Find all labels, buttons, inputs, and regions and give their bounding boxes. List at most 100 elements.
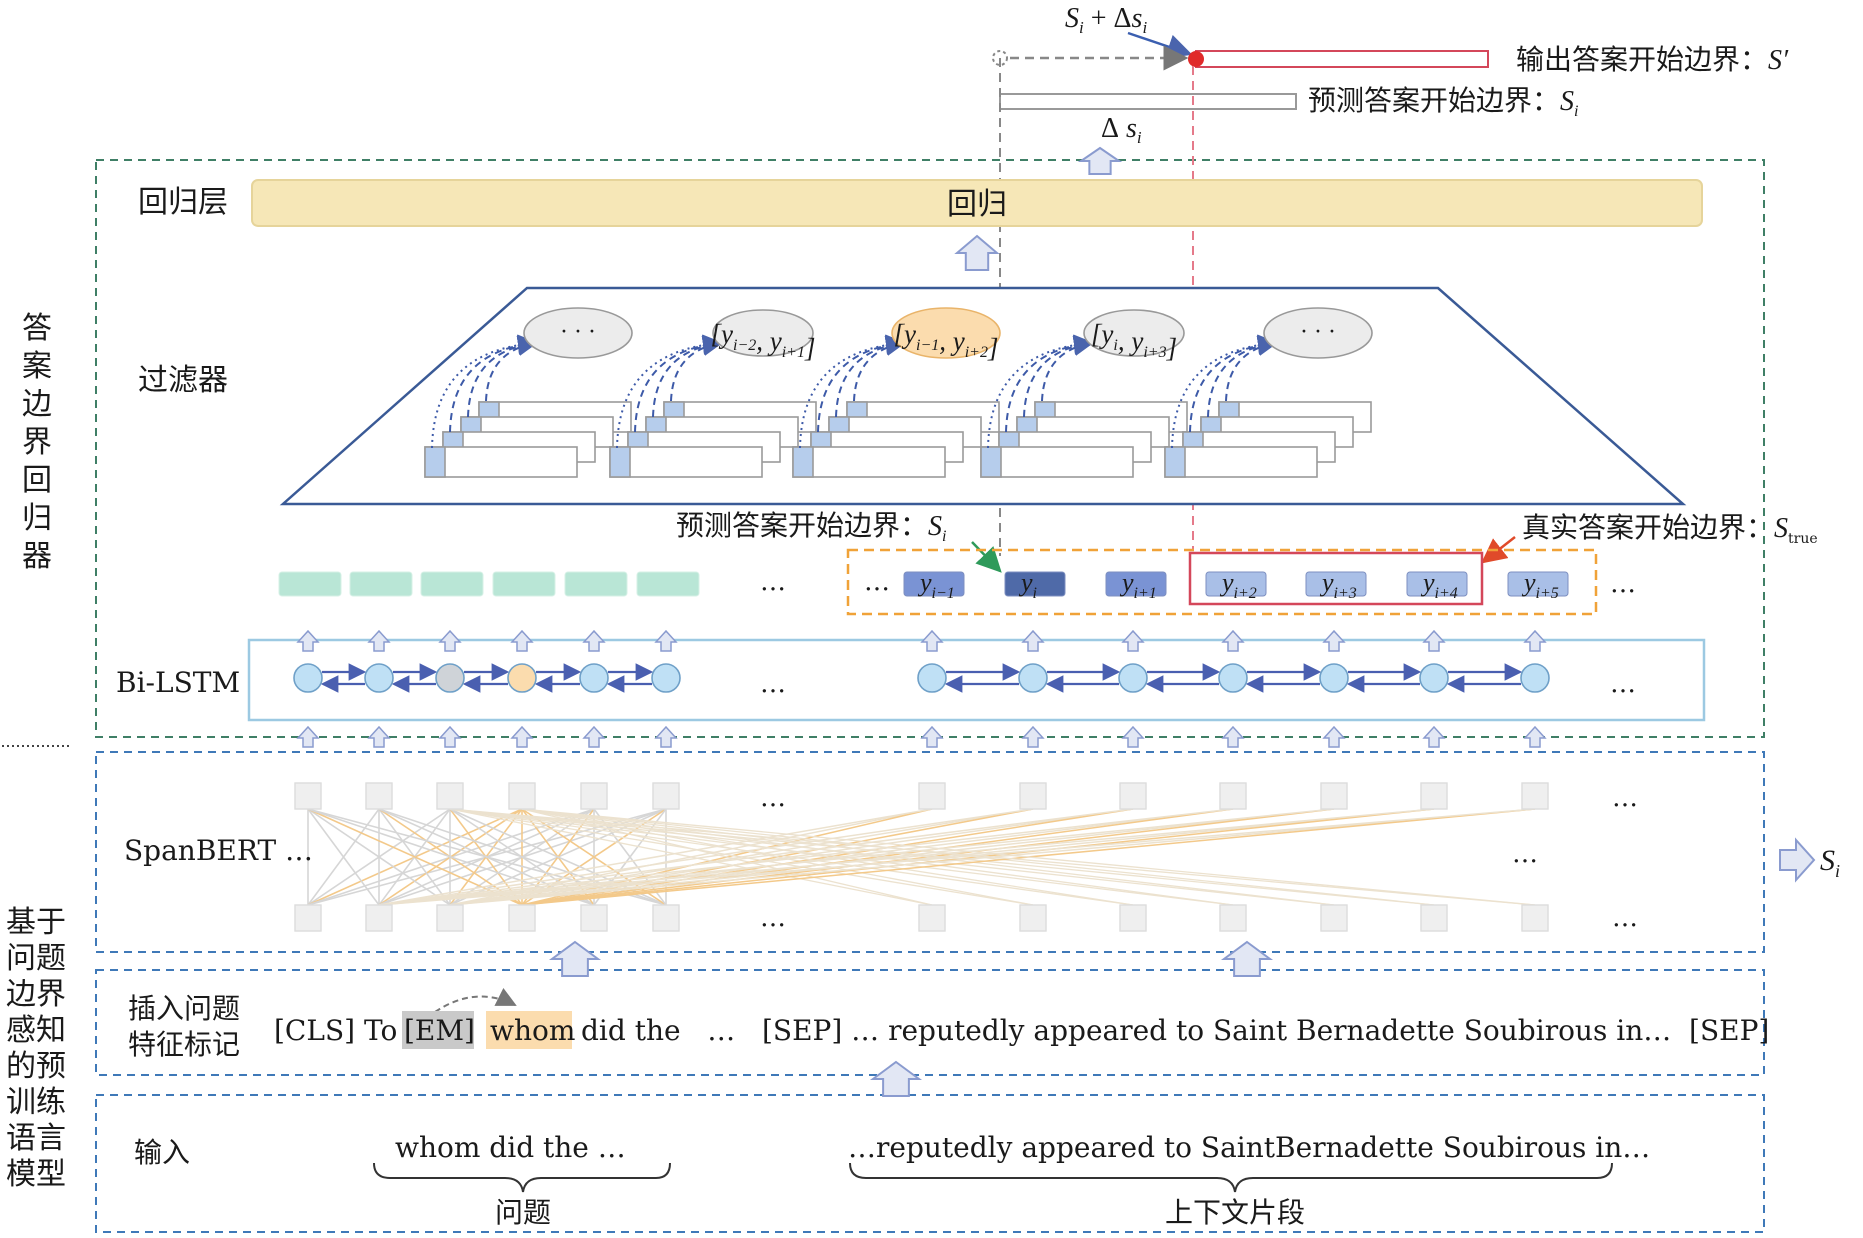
regressor-group-box — [95, 159, 1765, 738]
spanbert-ellipsis-right-top: … — [1612, 783, 1638, 813]
filter-group: [yi−2, yi+1] — [609, 309, 817, 478]
attention-edge — [521, 808, 1536, 906]
attention-edge — [449, 808, 1335, 906]
output-boundary-label: 输出答案开始边界：S′ — [1516, 43, 1789, 76]
spanbert-token-node — [508, 782, 536, 810]
right-arrow-spanbert-output — [1779, 837, 1816, 883]
up-arrow-to-regression — [954, 234, 1000, 271]
attention-edge — [449, 808, 1234, 906]
filter-group: [yi−1, yi+2] — [792, 307, 1001, 478]
filter-group: · · · — [424, 307, 633, 478]
input-label: 输入 — [134, 1136, 190, 1169]
question-label-cell — [420, 571, 484, 597]
small-up-arrow — [1422, 629, 1446, 652]
small-up-arrow — [582, 629, 606, 652]
filter-stack-marker — [980, 446, 1002, 478]
spanbert-token-node — [1119, 904, 1147, 932]
small-up-arrow — [1121, 725, 1145, 748]
question-label-cells — [278, 571, 700, 597]
lstm-node — [917, 663, 947, 693]
lstm-node — [1520, 663, 1550, 693]
whom-highlight — [486, 1011, 572, 1049]
dashed-origin-circle — [992, 50, 1008, 66]
feature-group-box — [95, 969, 1765, 1076]
feature-sequence-whom: whom — [490, 1014, 575, 1047]
spanbert-token-node — [1019, 782, 1047, 810]
small-up-arrow — [1221, 629, 1245, 652]
filter-window-arrow — [449, 334, 538, 433]
small-up-arrow — [1422, 725, 1446, 748]
lstm-node — [651, 663, 681, 693]
small-up-arrow — [1021, 629, 1045, 652]
bilstm-label: Bi-LSTM — [116, 666, 240, 699]
predicted-boundary-label: 预测答案开始边界：Si — [1308, 84, 1578, 120]
small-up-arrow — [510, 629, 534, 652]
spanbert-token-node — [580, 904, 608, 932]
feature-label-line2: 特征标记 — [128, 1028, 240, 1061]
filter-window-label: · · · — [561, 320, 596, 345]
context-label-text: yi−1 — [917, 568, 955, 602]
filter-stack-rect — [609, 446, 763, 478]
candidate-window-box — [846, 548, 1598, 616]
context-brace-label: 上下文片段 — [1165, 1196, 1305, 1229]
context-label-cell — [903, 571, 965, 597]
small-up-arrow — [582, 725, 606, 748]
spanbert-token-node — [1320, 904, 1348, 932]
filter-window-groups: · · ·[yi−2, yi+1][yi−1, yi+2][yi, yi+3]·… — [424, 307, 1373, 478]
filter-window-arrow — [670, 336, 723, 402]
question-label-cell — [564, 571, 628, 597]
lstm-node — [1218, 663, 1248, 693]
filter-stack-rect — [1164, 446, 1318, 478]
small-up-arrow — [1322, 725, 1346, 748]
filter-window-ellipse — [1083, 309, 1185, 357]
small-up-arrow — [367, 725, 391, 748]
filter-group: [yi, yi+3] — [980, 309, 1188, 478]
filter-stack-rect — [980, 446, 1134, 478]
up-arrow-to-output — [1077, 146, 1123, 175]
bilstm-ellipsis-1: … — [760, 669, 786, 699]
attention-edge — [521, 808, 1234, 906]
filter-stack-rect — [424, 446, 578, 478]
filter-window-arrow — [1005, 334, 1094, 433]
question-label-cell — [278, 571, 342, 597]
lstm-node — [507, 663, 537, 693]
attention-edge — [378, 808, 1435, 906]
small-up-arrow — [296, 725, 320, 748]
lstm-node — [1018, 663, 1048, 693]
filter-window-arrow — [817, 334, 906, 433]
filter-window-arrow — [1225, 336, 1278, 402]
filter-group: · · · — [1164, 307, 1373, 478]
filter-window-ellipse — [523, 307, 633, 359]
output-boundary-dot — [1188, 51, 1204, 67]
spanbert-label: SpanBERT … — [124, 834, 313, 867]
attention-edge — [449, 808, 1435, 906]
spanbert-ellipsis-bottom: … — [760, 903, 786, 933]
small-up-arrow — [1322, 629, 1346, 652]
up-arrow-to-feature — [869, 1060, 923, 1097]
spanbert-group-box — [95, 751, 1765, 953]
si-plus-delta-pointer — [1127, 31, 1193, 59]
spanbert-token-node — [918, 782, 946, 810]
output-boundary-bar — [1195, 50, 1489, 68]
lstm-node — [435, 663, 465, 693]
feature-label-line1: 插入问题 — [128, 992, 240, 1025]
context-label-cell — [1305, 571, 1367, 597]
filter-stack-rect — [792, 446, 946, 478]
attention-edge — [307, 808, 380, 906]
spanbert-token-node — [365, 782, 393, 810]
small-up-arrow — [654, 629, 678, 652]
small-up-arrow — [296, 629, 320, 652]
filter-window-arrow — [1189, 334, 1278, 433]
regressor-side-label: 答案边界回归器 — [22, 311, 52, 574]
small-up-arrow — [920, 629, 944, 652]
context-brace — [849, 1162, 1613, 1193]
regression-layer-label: 回归层 — [138, 185, 228, 220]
filter-window-label: [yi−1, yi+2] — [894, 319, 999, 363]
spanbert-token-node — [436, 782, 464, 810]
lstm-node — [579, 663, 609, 693]
attention-edge — [378, 808, 1536, 906]
small-up-arrow — [438, 629, 462, 652]
bilstm-ellipsis-2: … — [1610, 669, 1636, 699]
filter-window-arrow — [634, 334, 723, 433]
